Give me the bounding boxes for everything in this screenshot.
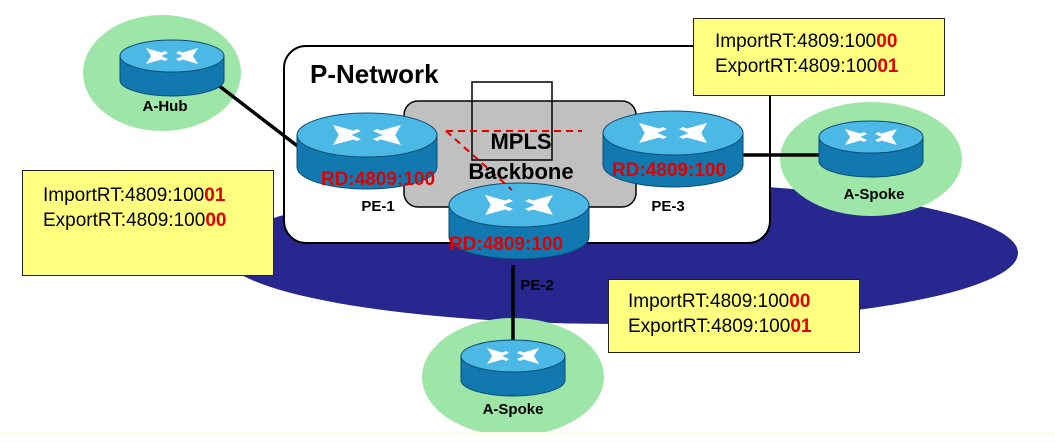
pe3-rd-label: RD:4809:100 [612, 160, 726, 181]
backbone-label-line2: Backbone [468, 159, 573, 184]
import-rt-line: ImportRT:4809:10001 [43, 183, 273, 208]
backbone-label-line1: MPLS [490, 129, 551, 154]
spoke-bottom-router-icon [460, 339, 566, 397]
rt-box-top-right: ImportRT:4809:10000 ExportRT:4809:10001 [693, 18, 945, 96]
lsp-pe1-pe2 [445, 130, 513, 191]
pe3-label: PE-3 [651, 198, 684, 215]
rt-box-bottom-right: ImportRT:4809:10000 ExportRT:4809:10001 [608, 279, 860, 353]
export-rt-prefix: ExportRT:4809:100 [715, 56, 878, 77]
import-rt-suffix: 01 [204, 185, 226, 206]
import-rt-suffix: 00 [789, 291, 811, 312]
backbone-frame [471, 81, 553, 161]
import-rt-prefix: ImportRT:4809:100 [43, 185, 205, 206]
link-hub-pe1 [216, 83, 302, 150]
import-rt-suffix: 00 [876, 31, 898, 52]
hub-label: A-Hub [143, 98, 188, 115]
rt-box-left: ImportRT:4809:10001 ExportRT:4809:10000 [22, 170, 274, 276]
import-rt-prefix: ImportRT:4809:100 [715, 31, 877, 52]
export-rt-line: ExportRT:4809:10001 [715, 54, 944, 79]
export-rt-line: ExportRT:4809:10001 [628, 314, 859, 339]
spoke-right-label: A-Spoke [844, 186, 905, 203]
export-rt-suffix: 00 [205, 210, 227, 231]
spoke-bottom-label: A-Spoke [483, 401, 544, 418]
export-rt-suffix: 01 [790, 316, 812, 337]
pe2-label: PE-2 [520, 277, 553, 294]
export-rt-prefix: ExportRT:4809:100 [628, 316, 791, 337]
import-rt-line: ImportRT:4809:10000 [628, 289, 859, 314]
pe1-label: PE-1 [361, 198, 394, 215]
export-rt-line: ExportRT:4809:10000 [43, 208, 273, 233]
bottom-strip [0, 432, 1055, 437]
spoke-right-router-icon [818, 120, 924, 178]
import-rt-prefix: ImportRT:4809:100 [628, 291, 790, 312]
export-rt-prefix: ExportRT:4809:100 [43, 210, 206, 231]
pe1-rd-label: RD:4809:100 [321, 169, 435, 190]
p-network-title: P-Network [310, 59, 439, 89]
hub-router-icon [119, 39, 225, 97]
pe2-rd-label: RD:4809:100 [449, 234, 563, 255]
import-rt-line: ImportRT:4809:10000 [715, 29, 944, 54]
export-rt-suffix: 01 [877, 56, 899, 77]
